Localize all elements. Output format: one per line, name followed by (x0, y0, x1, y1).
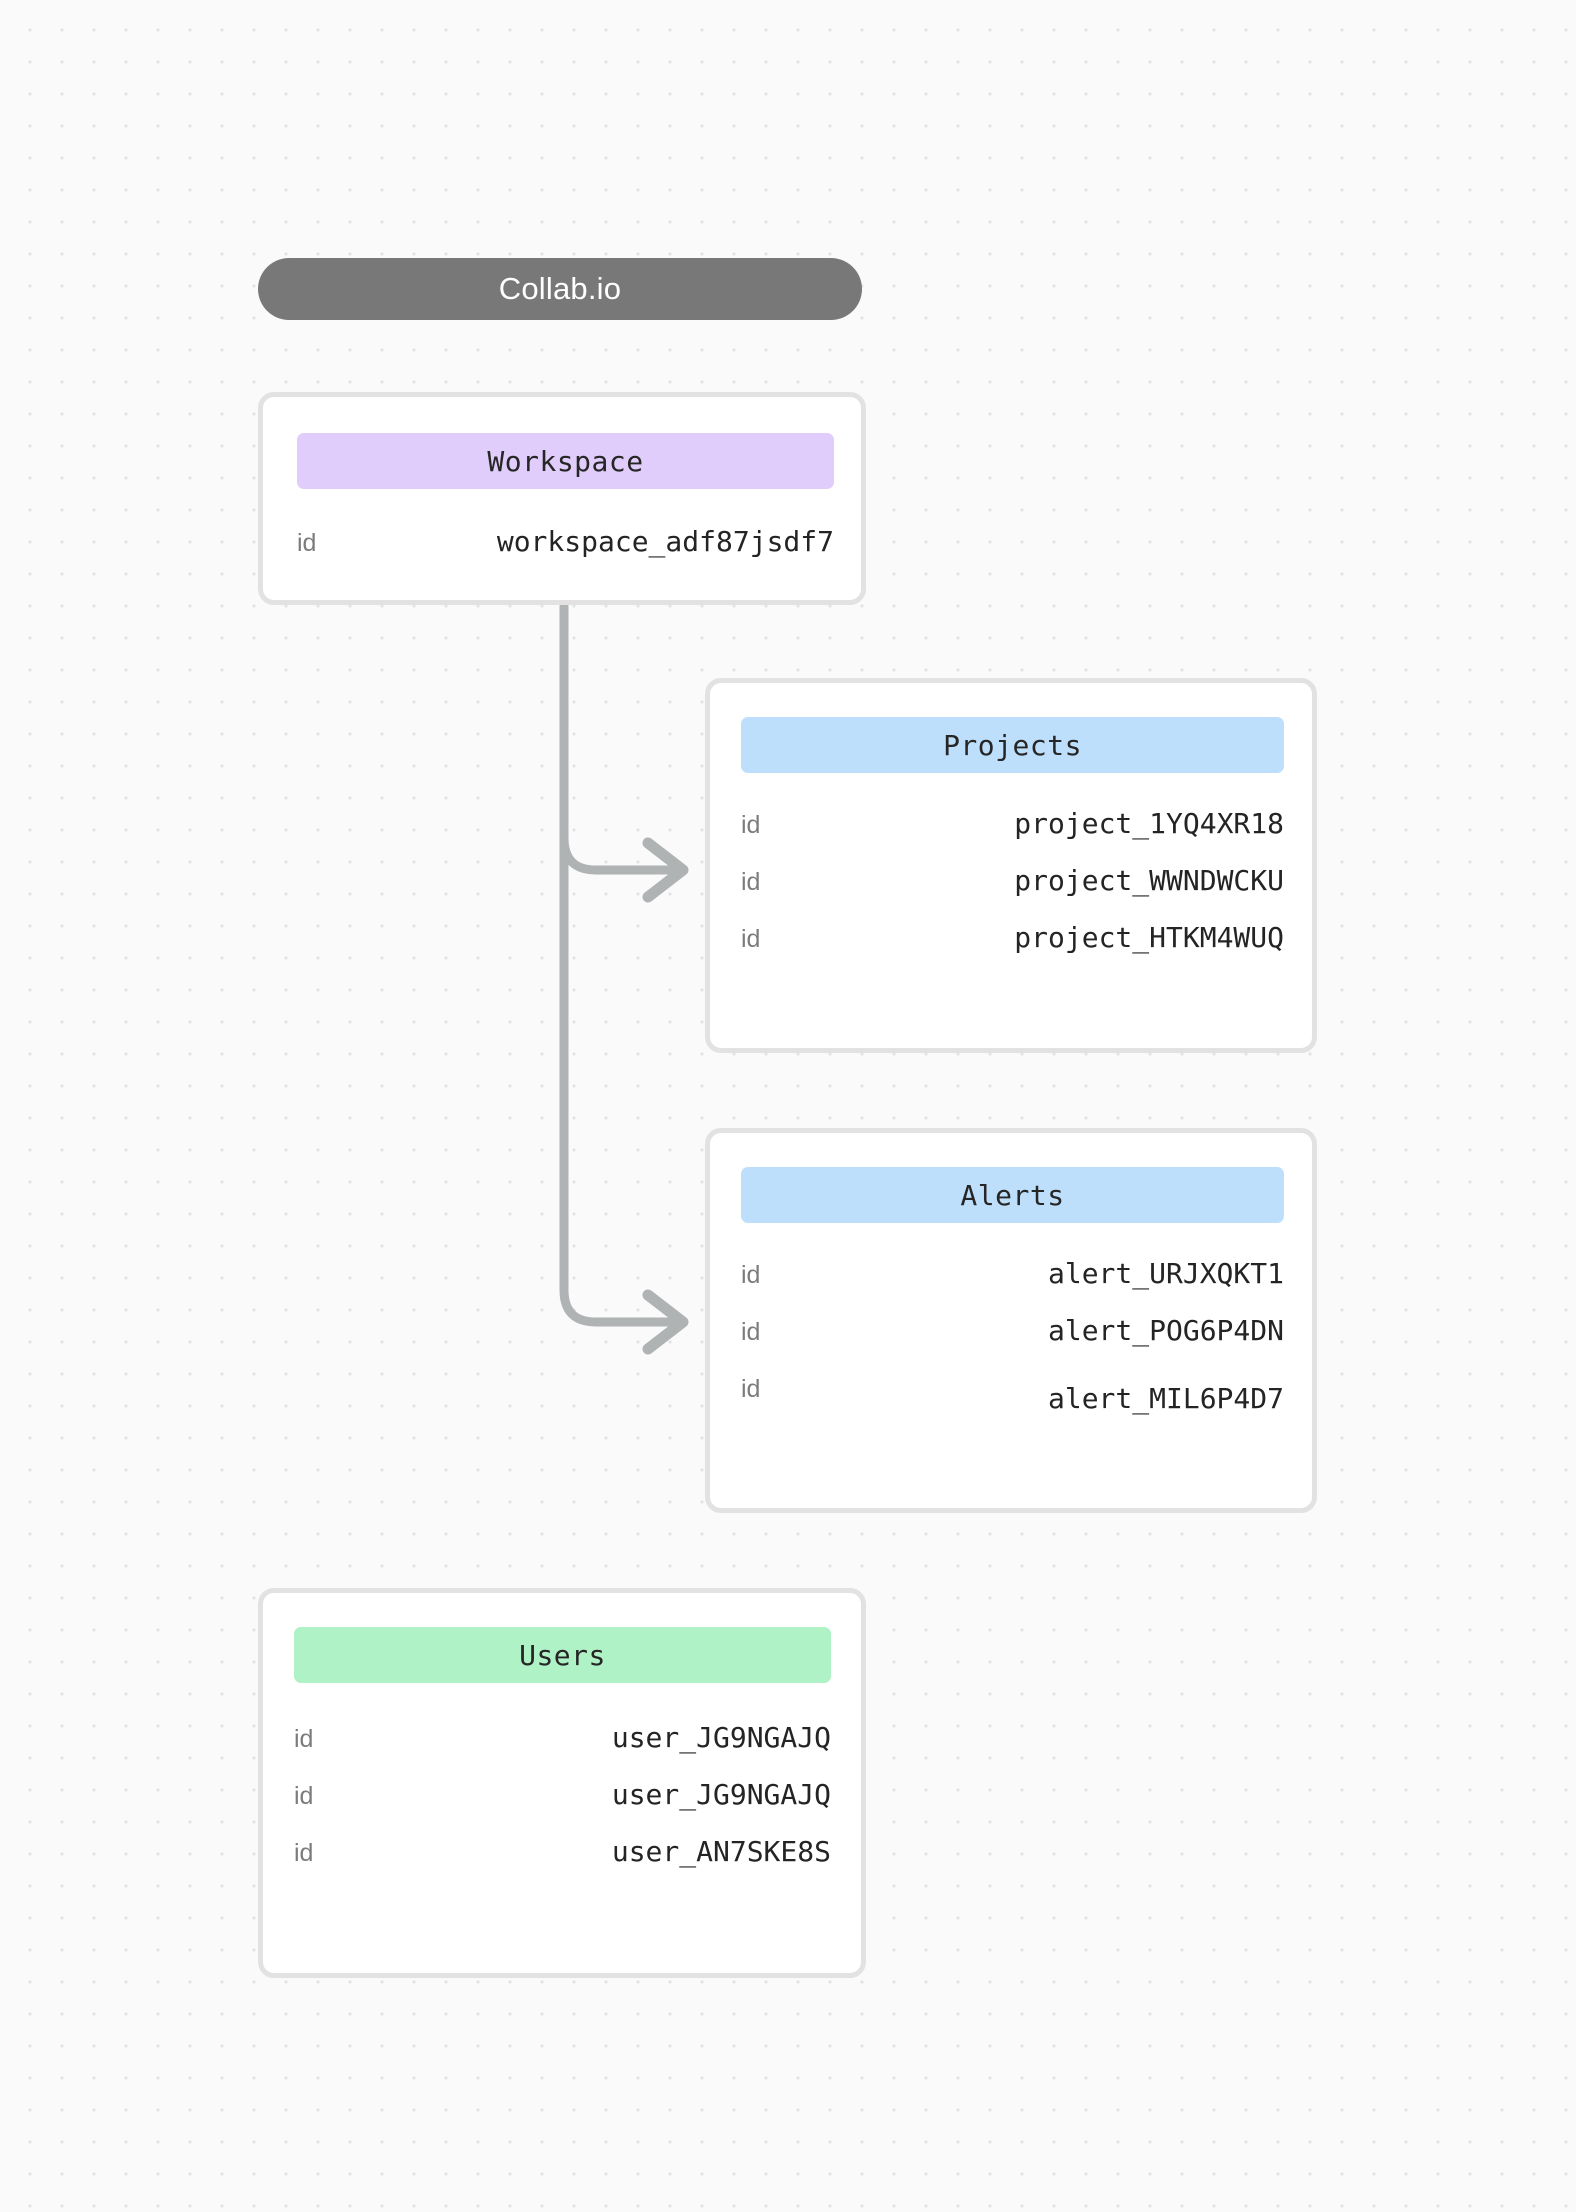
row-value: user_JG9NGAJQ (611, 1778, 831, 1811)
row-key: id (741, 1261, 761, 1289)
app-title-label: Collab.io (498, 271, 622, 306)
row-key: id (741, 925, 761, 953)
arrowhead-alerts (642, 1289, 689, 1355)
entity-card-users[interactable]: Users id user_JG9NGAJQ id user_JG9NGAJQ … (258, 1588, 866, 1978)
row-value: user_JG9NGAJQ (611, 1721, 831, 1754)
connector-workspace-to-projects (559, 833, 677, 875)
entity-title-chip-workspace: Workspace (297, 433, 834, 489)
row-key: id (294, 1725, 314, 1753)
table-row: id project_WWNDWCKU (741, 864, 1284, 897)
entity-title-workspace: Workspace (487, 444, 644, 478)
row-key: id (741, 1375, 761, 1403)
row-value: alert_URJXQKT1 (1047, 1257, 1284, 1290)
row-value: alert_POG6P4DN (1047, 1314, 1284, 1347)
row-value: user_AN7SKE8S (611, 1835, 831, 1868)
entity-card-alerts[interactable]: Alerts id alert_URJXQKT1 id alert_POG6P4… (705, 1128, 1317, 1513)
table-row: id workspace_adf87jsdf7 (297, 525, 834, 558)
table-row: id project_1YQ4XR18 (741, 807, 1284, 840)
connector-workspace-to-alerts (559, 601, 677, 1327)
row-value: project_HTKM4WUQ (1014, 921, 1284, 954)
table-row: id user_JG9NGAJQ (294, 1721, 831, 1754)
row-value: project_1YQ4XR18 (1014, 807, 1284, 840)
row-value: alert_MIL6P4D7 (1047, 1382, 1284, 1415)
row-key: id (741, 868, 761, 896)
arrowhead-projects (642, 837, 689, 903)
row-value: project_WWNDWCKU (1014, 864, 1284, 897)
row-key: id (294, 1839, 314, 1867)
table-row: id alert_POG6P4DN (741, 1314, 1284, 1347)
entity-title-projects: Projects (943, 728, 1082, 762)
row-key: id (741, 1318, 761, 1346)
row-value: workspace_adf87jsdf7 (496, 525, 834, 558)
table-row: id alert_MIL6P4D7 (741, 1371, 1284, 1415)
entity-title-chip-users: Users (294, 1627, 831, 1683)
table-row: id user_AN7SKE8S (294, 1835, 831, 1868)
table-row: id alert_URJXQKT1 (741, 1257, 1284, 1290)
entity-title-chip-projects: Projects (741, 717, 1284, 773)
app-title-pill: Collab.io (258, 258, 862, 320)
table-row: id project_HTKM4WUQ (741, 921, 1284, 954)
entity-title-alerts: Alerts (960, 1178, 1065, 1212)
row-key: id (741, 811, 761, 839)
row-key: id (297, 529, 317, 557)
entity-title-chip-alerts: Alerts (741, 1167, 1284, 1223)
row-key: id (294, 1782, 314, 1810)
entity-title-users: Users (519, 1638, 606, 1672)
table-row: id user_JG9NGAJQ (294, 1778, 831, 1811)
entity-card-workspace[interactable]: Workspace id workspace_adf87jsdf7 (258, 392, 866, 605)
entity-card-projects[interactable]: Projects id project_1YQ4XR18 id project_… (705, 678, 1317, 1053)
